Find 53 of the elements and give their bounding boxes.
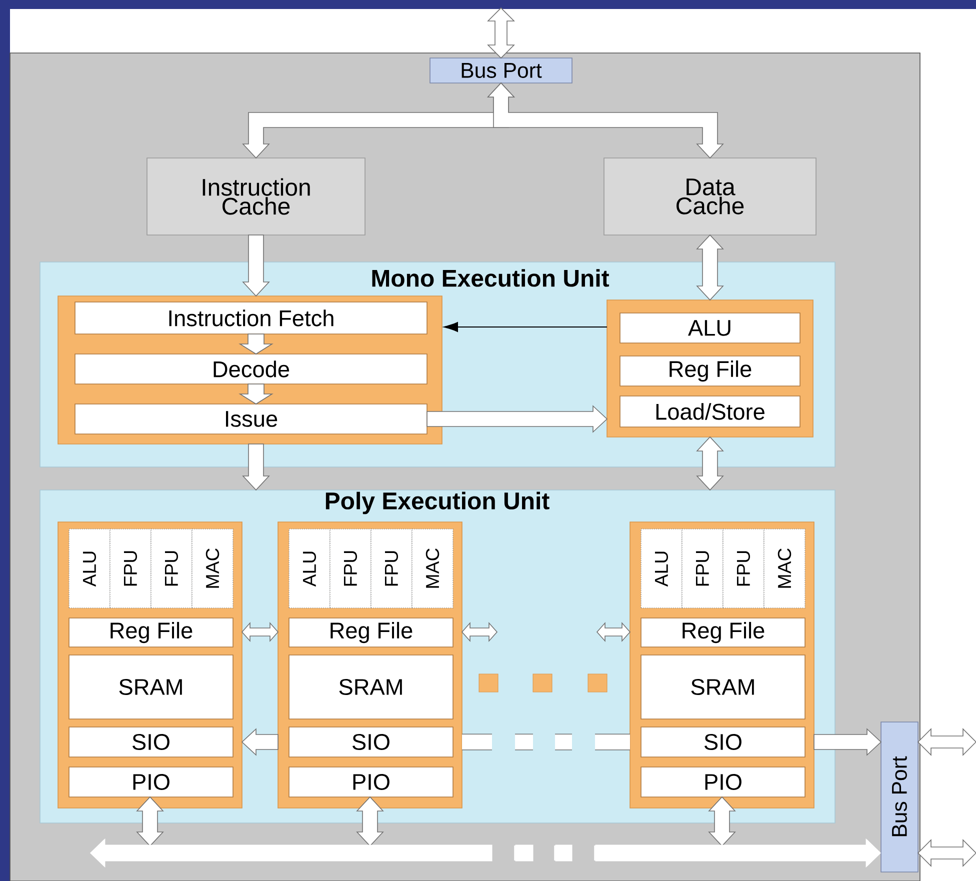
function-cell: ALU [640,528,682,608]
arrow [708,796,736,847]
function-box: Reg File [640,618,806,648]
function-cell: FPU [682,528,724,608]
function-box: SIO [640,726,806,758]
arrow [242,444,270,491]
arrow [444,322,607,332]
arrow [238,384,274,404]
function-cell: MAC [764,528,806,608]
function-box: Reg File [620,356,800,386]
arrow [356,796,384,847]
function-box: SIO [288,726,454,758]
arrow [426,405,608,433]
function-cell: ALU [68,528,110,608]
arrow [242,234,270,297]
arrow [136,796,164,847]
function-box: ALU [620,312,800,344]
arrow [696,234,724,301]
function-box: PIO [640,766,806,798]
function-box: SRAM [68,654,234,720]
cache-box: Instruction Cache [146,158,366,236]
function-box: PIO [68,766,234,798]
arrow [241,728,278,756]
function-cell: FPU [330,528,372,608]
function-box: Decode [74,354,428,384]
function-cell: MAC [412,528,454,608]
function-cell: FPU [110,528,152,608]
function-box: Load/Store [620,396,800,428]
arrow [596,622,631,642]
function-box: Reg File [288,618,454,648]
arrow [241,622,279,642]
function-cell: FPU [150,528,192,608]
arrow [487,7,515,59]
arrow [696,436,724,491]
bus-port-box: Bus Port [430,58,572,84]
arrow [917,728,976,756]
arrow [238,334,274,354]
function-cell: FPU [722,528,764,608]
arrow [917,839,976,867]
arrow [461,622,498,642]
cache-box: Data Cache [604,158,816,236]
function-box: Reg File [68,618,234,648]
function-box: Issue [74,404,428,434]
function-cell: MAC [192,528,234,608]
arrow [814,728,882,756]
function-box: Instruction Fetch [74,302,428,334]
function-box: SRAM [288,654,454,720]
function-cell: ALU [288,528,330,608]
function-box: SIO [68,726,234,758]
bus-port-box: Bus Port [880,722,918,872]
function-cell: FPU [370,528,412,608]
function-box: PIO [288,766,454,798]
function-box: SRAM [640,654,806,720]
